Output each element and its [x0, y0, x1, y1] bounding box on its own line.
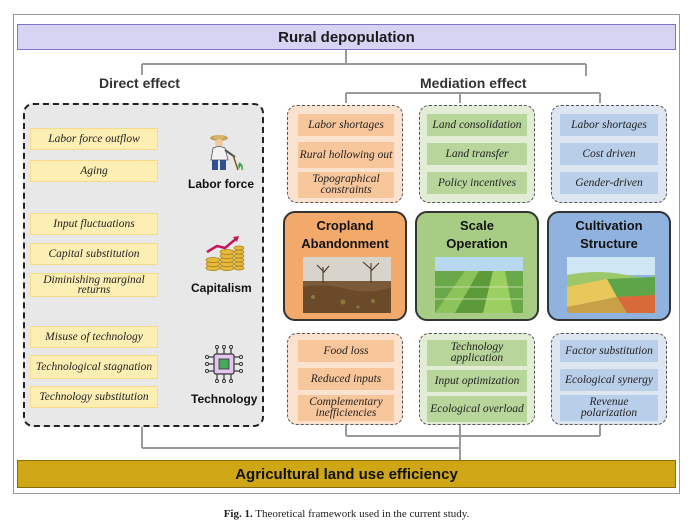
capitalism-label: Capitalism	[191, 281, 252, 295]
land-use-efficiency-banner: Agricultural land use efficiency	[17, 460, 676, 488]
scale-cause: Land consolidation	[427, 114, 527, 136]
tech-item: Technological stagnation	[30, 355, 158, 379]
mediation-effect-label: Mediation effect	[416, 75, 531, 91]
cropland-cause: Rural hollowing out	[298, 142, 394, 168]
cropland-abandonment-box: Cropland Abandonment	[283, 211, 407, 321]
caption-prefix: Fig. 1.	[223, 508, 253, 520]
capital-item: Diminishing marginal returns	[30, 273, 158, 297]
scale-cause: Land transfer	[427, 143, 527, 165]
cropland-title-line1: Cropland	[316, 218, 374, 233]
labor-item: Labor force outflow	[30, 128, 158, 150]
large-scale-farmland-image	[435, 257, 523, 313]
farmer-icon	[210, 135, 243, 171]
scale-title-line2: Operation	[446, 236, 508, 251]
microchip-icon	[205, 345, 243, 383]
technology-label: Technology	[191, 392, 258, 406]
cultivation-effect: Revenue polarization	[560, 395, 658, 421]
mixed-crop-fields-image	[567, 257, 655, 313]
scale-effect: Ecological overload	[427, 396, 527, 422]
cropland-title-line2: Abandonment	[301, 236, 389, 251]
cropland-effect: Complementary inefficiencies	[298, 395, 394, 421]
cultivation-structure-box: Cultivation Structure	[547, 211, 671, 321]
rural-depopulation-banner: Rural depopulation	[17, 24, 676, 50]
labor-item: Aging	[30, 160, 158, 182]
caption-text: Theoretical framework used in the curren…	[255, 508, 470, 520]
cultivation-effect: Ecological synergy	[560, 369, 658, 391]
cultivation-effect: Factor substitution	[560, 340, 658, 362]
tech-item: Technology substitution	[30, 386, 158, 408]
figure-caption: Fig. 1. Theoretical framework used in th…	[0, 508, 693, 520]
capital-item: Input fluctuations	[30, 213, 158, 235]
cultivation-cause: Cost driven	[560, 143, 658, 165]
scale-title-line1: Scale	[460, 218, 494, 233]
cropland-effect: Reduced inputs	[298, 368, 394, 390]
cropland-effect: Food loss	[298, 340, 394, 362]
money-stack-icon	[205, 236, 245, 271]
capital-item: Capital substitution	[30, 243, 158, 265]
cropland-cause: Topographical constraints	[298, 172, 394, 198]
cultivation-cause: Labor shortages	[560, 114, 658, 136]
direct-effect-label: Direct effect	[95, 75, 184, 91]
scale-cause: Policy incentives	[427, 172, 527, 194]
scale-effect: Technology application	[427, 340, 527, 366]
cropland-cause: Labor shortages	[298, 114, 394, 136]
labor-force-label: Labor force	[188, 177, 255, 191]
scale-effect: Input optimization	[427, 370, 527, 392]
cultivation-cause: Gender-driven	[560, 172, 658, 194]
cultivation-title-line1: Cultivation	[575, 218, 643, 233]
scale-operation-box: Scale Operation	[415, 211, 539, 321]
abandoned-farmland-image	[303, 257, 391, 313]
cultivation-title-line2: Structure	[580, 236, 638, 251]
tech-item: Misuse of technology	[30, 326, 158, 348]
